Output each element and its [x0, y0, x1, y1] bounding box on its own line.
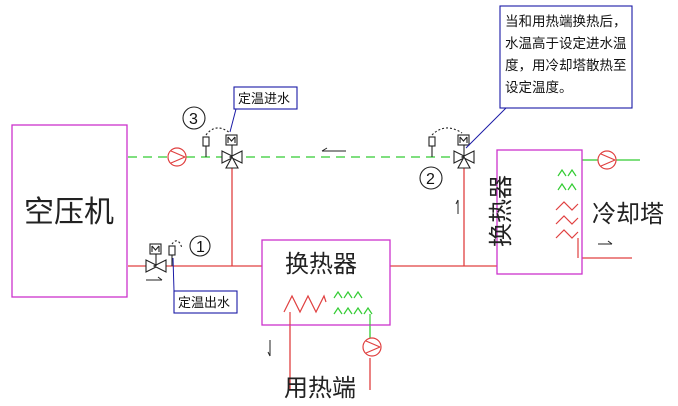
valve-2-icon: [428, 127, 475, 169]
valve-1-number: 1: [196, 239, 205, 256]
callout-valve3: 定温进水: [229, 86, 298, 133]
valve-2-number: 2: [426, 171, 435, 188]
heat-exchanger-2-label: 换热器: [487, 175, 515, 247]
cooling-tower-label: 冷却塔: [592, 200, 664, 228]
cooling-tower-pump-icon: [597, 150, 617, 170]
heat-user-pump-icon: [362, 337, 382, 357]
supply-water-line: [128, 166, 632, 390]
callout-valve2: 当和用热端换热后， 水温高于设定进水温 度，用冷却塔散热至 设定温度。: [465, 5, 633, 149]
callout-valve2-line-4: 设定温度。: [505, 80, 573, 96]
cooling-hot-coil-icon: [555, 201, 579, 258]
air-compressor-box: [11, 124, 128, 298]
callout-valve1: 定温出水: [172, 257, 238, 314]
hot-coil-icon: [283, 294, 327, 325]
cold-coil-icon: [333, 290, 373, 325]
heat-user-label: 用热端: [284, 374, 356, 402]
cooling-heat-exchanger-box: [496, 149, 583, 275]
heat-exchanger-box: [261, 239, 391, 326]
flow-arrows: [146, 147, 613, 357]
valve-3-number: 3: [189, 111, 198, 128]
valve-1-icon: [145, 240, 183, 273]
return-pump-icon: [167, 147, 187, 167]
valve-1-marker: [189, 235, 211, 257]
heat-exchanger-label: 换热器: [285, 250, 357, 278]
valve-2-marker: [419, 166, 443, 190]
compressor-label: 空压机: [24, 195, 114, 230]
callout-valve3-text: 定温进水: [238, 92, 290, 107]
callout-valve1-text: 定温出水: [178, 296, 230, 311]
valve-3-icon: [202, 127, 243, 169]
cooling-tower-green-line: [369, 159, 640, 338]
callout-valve2-line-3: 度，用冷却塔散热至: [505, 58, 627, 74]
callout-valve2-line-2: 水温高于设定进水温: [505, 35, 627, 52]
callout-valve2-line-1: 当和用热端换热后，: [505, 14, 627, 30]
cooling-cold-coil-icon: [557, 168, 577, 191]
valve-3-marker: [182, 106, 206, 130]
